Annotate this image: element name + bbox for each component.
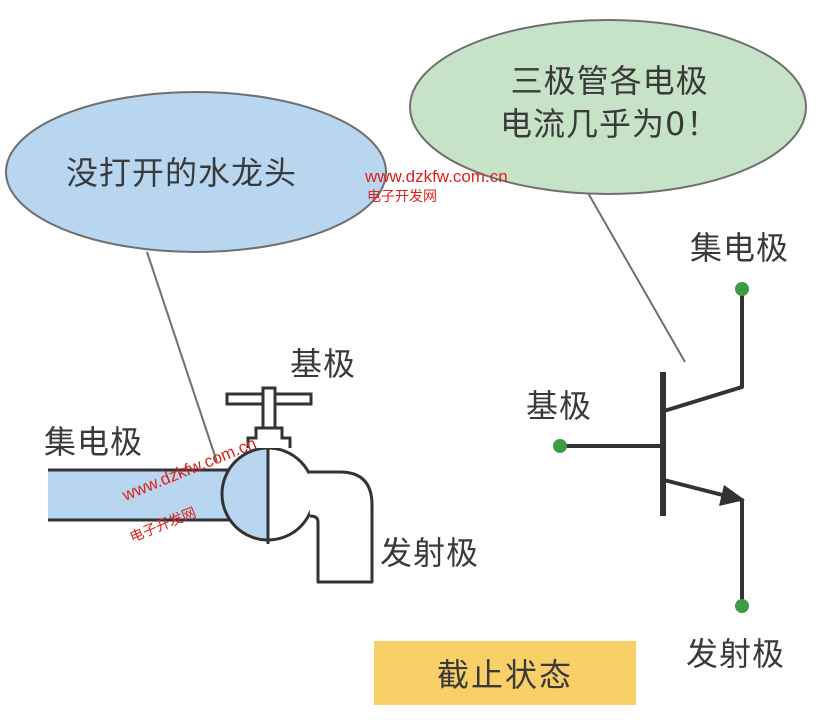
watermark-url-top: www.dzkfw.com.cn [365,167,508,186]
faucet-bubble-text: 没打开的水龙头 [66,154,298,192]
state-label: 截止状态 [436,656,573,694]
transistor-symbol [553,282,749,613]
faucet-emitter-label: 发射极 [380,534,480,572]
transistor-collector-terminal [735,282,749,296]
watermark-name-top: 电子开发网 [367,189,437,205]
state-badge: 截止状态 [374,641,636,705]
transistor-emitter-terminal [735,599,749,613]
faucet-speech-bubble [5,91,387,253]
transistor-bubble-pointer [587,192,686,363]
faucet-collector-label: 集电极 [44,423,144,461]
transistor-emitter-label: 发射极 [686,635,786,673]
faucet-bubble-pointer [146,251,218,463]
faucet-spout [308,470,374,584]
transistor-base-terminal [553,439,567,453]
transistor-emitter-arrow [719,485,745,506]
transistor-base-label: 基极 [526,387,593,425]
faucet-inlet-pipe [48,470,238,520]
faucet-valve-water [222,448,268,541]
faucet-bonnet [246,426,292,448]
transistor-bubble-line-1: 三极管各电极 [510,62,709,100]
transistor-bubble-text: 三极管各电极 电流几乎为0！ [500,60,719,146]
transistor-bubble-line-2: 电流几乎为0！ [500,105,720,144]
faucet-stem [261,386,277,430]
transistor-speech-bubble [409,19,807,195]
transistor-collector-label: 集电极 [690,229,790,267]
faucet-icon [48,386,374,584]
transistor-collector-lead [663,289,744,413]
faucet-base-label: 基极 [290,345,357,383]
